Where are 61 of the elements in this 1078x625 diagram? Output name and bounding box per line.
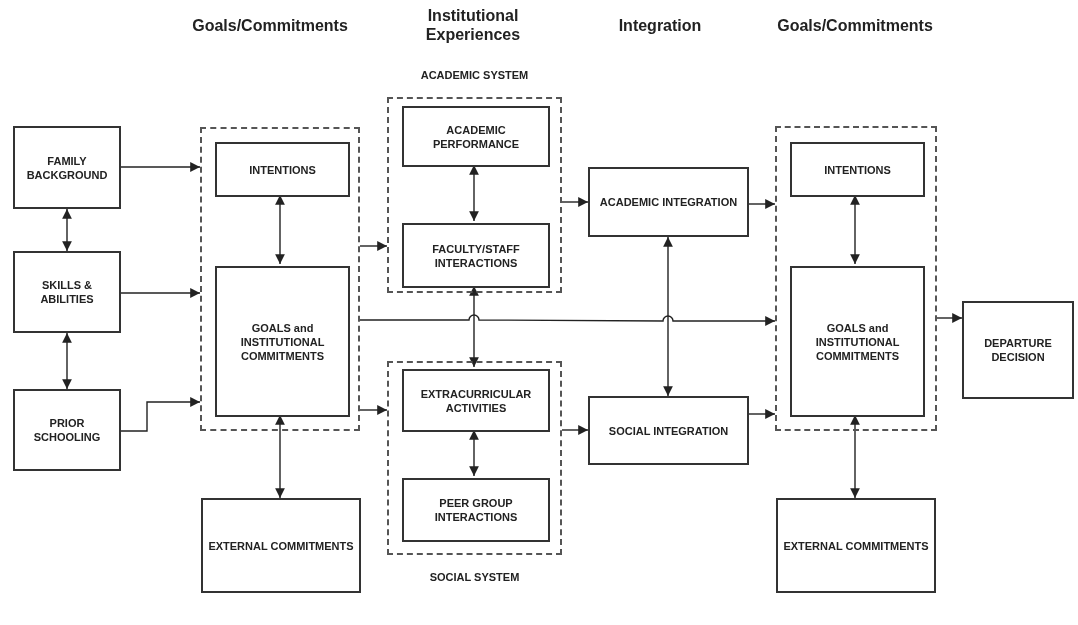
process-box (201, 498, 361, 593)
arrow (469, 285, 479, 368)
arrow (275, 414, 285, 499)
arrow (120, 397, 201, 432)
box-label: SKILLS & ABILITIES (39, 278, 95, 306)
arrow (275, 194, 285, 265)
group-heading: SOCIAL SYSTEM (428, 571, 521, 583)
process-box (790, 142, 925, 197)
process-box (776, 498, 936, 593)
box-label: INTENTIONS (823, 162, 892, 177)
column-heading: Integration (617, 16, 703, 35)
box-label: PEER GROUP INTERACTIONS (433, 496, 519, 524)
process-box (13, 126, 121, 209)
process-box (588, 396, 749, 465)
process-box (13, 389, 121, 471)
box-label: FACULTY/STAFF INTERACTIONS (431, 241, 521, 270)
arrow (663, 236, 673, 397)
column-heading: Institutional Experiences (424, 6, 522, 44)
arrow (120, 288, 201, 298)
arrow (359, 405, 388, 415)
arrow (359, 241, 388, 251)
box-label: FAMILY BACKGROUND (25, 153, 109, 182)
process-box (402, 223, 550, 288)
arrow (561, 197, 589, 207)
process-box (588, 167, 749, 237)
arrow (850, 194, 860, 265)
arrow (62, 332, 72, 390)
arrow (850, 414, 860, 499)
arrow (469, 429, 479, 477)
dashed-group-box (775, 126, 937, 431)
process-box (215, 266, 350, 417)
box-label: EXTERNAL COMMITMENTS (782, 538, 930, 553)
process-box (13, 251, 121, 333)
process-box (402, 106, 550, 167)
column-heading: Goals/Commitments (191, 16, 349, 35)
box-label: PRIOR SCHOOLING (32, 416, 102, 444)
arrow (359, 314, 776, 326)
dashed-group-box (200, 127, 360, 431)
arrow (936, 313, 963, 323)
arrow (748, 199, 776, 209)
box-label: ACADEMIC INTEGRATION (598, 195, 739, 209)
box-label: DEPARTURE DECISION (983, 336, 1053, 364)
arrow (62, 208, 72, 252)
arrow (120, 162, 201, 172)
process-box (215, 142, 350, 197)
process-box (790, 266, 925, 417)
box-label: GOALS and INSTITUTIONAL COMMITMENTS (239, 320, 326, 363)
box-label: EXTERNAL COMMITMENTS (207, 538, 355, 553)
process-box (962, 301, 1074, 399)
arrow (469, 164, 479, 222)
arrow (748, 409, 776, 419)
box-label: INTENTIONS (248, 162, 317, 177)
group-heading: ACADEMIC SYSTEM (419, 69, 530, 81)
process-box (402, 478, 550, 542)
column-heading: Goals/Commitments (776, 16, 934, 35)
box-label: SOCIAL INTEGRATION (607, 423, 730, 438)
process-box (402, 369, 550, 432)
box-label: GOALS and INSTITUTIONAL COMMITMENTS (814, 320, 901, 363)
box-label: ACADEMIC PERFORMANCE (431, 122, 521, 151)
box-label: EXTRACURRICULAR ACTIVITIES (419, 386, 533, 415)
arrow (561, 425, 589, 435)
